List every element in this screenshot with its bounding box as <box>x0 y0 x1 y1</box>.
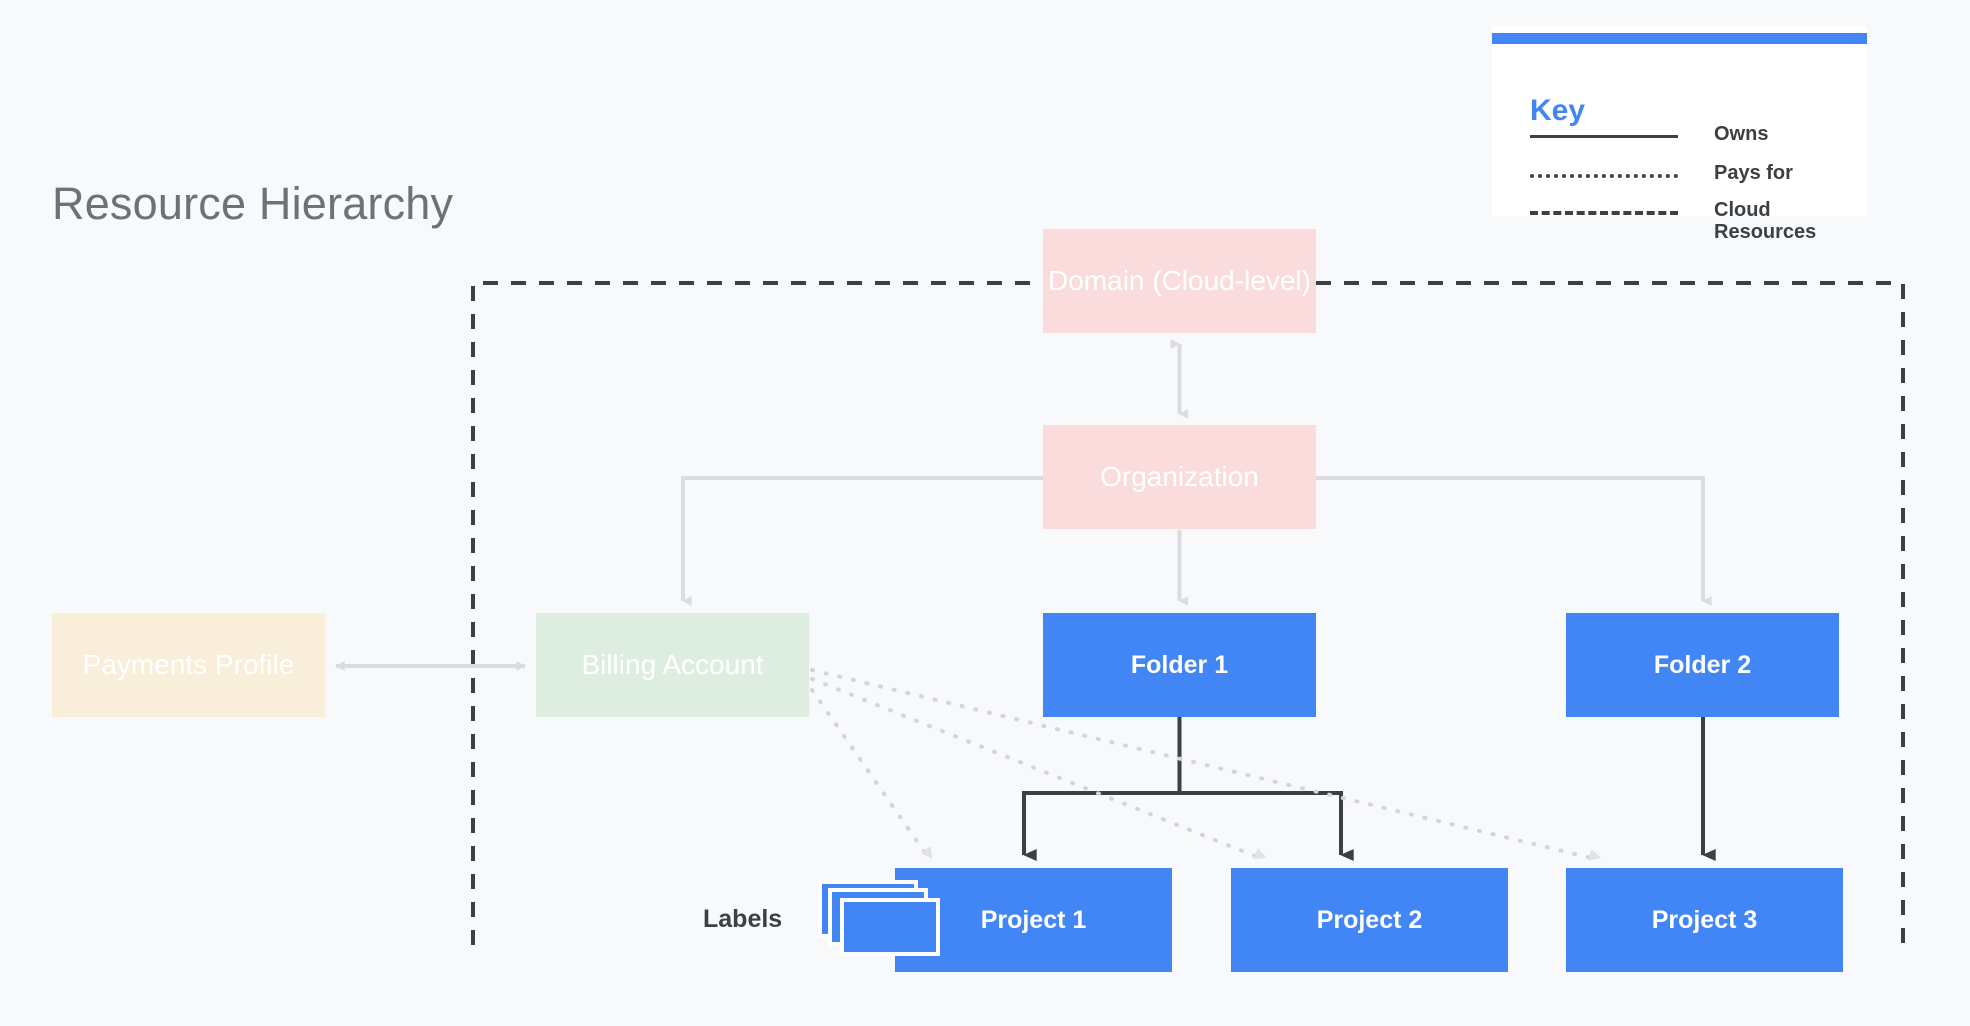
node-domain[interactable]: Domain (Cloud-level) <box>1043 229 1316 333</box>
edge-folder-1-project-2 <box>1179 791 1354 861</box>
key-entry-cloud-resources: Cloud Resources <box>1530 199 1844 244</box>
node-domain-label: Domain (Cloud-level) <box>1048 264 1311 296</box>
node-project-3-label: Project 3 <box>1651 905 1758 934</box>
node-project-3[interactable]: Project 3 <box>1566 868 1843 972</box>
key-entry-owns: Owns <box>1530 123 1768 145</box>
node-folder-1-label: Folder 1 <box>1130 650 1229 679</box>
edge-billing-account-pays-project-1 <box>810 688 933 862</box>
key-accent-bar <box>1492 33 1867 44</box>
node-organization[interactable]: Organization <box>1043 425 1316 529</box>
node-folder-2-label: Folder 2 <box>1653 650 1752 679</box>
node-project-1-label: Project 1 <box>980 905 1087 934</box>
key-entry-cloud-resources-label: Cloud Resources <box>1714 199 1817 244</box>
key-sample-dashed-line <box>1530 211 1678 215</box>
key-entry-pays-for: Pays for <box>1530 162 1793 184</box>
node-payments-profile[interactable]: Payments Profile <box>52 613 325 717</box>
labels-annotation-text: Labels <box>703 905 783 933</box>
node-billing-account[interactable]: Billing Account <box>536 613 809 717</box>
page-title: Resource Hierarchy <box>52 178 454 229</box>
node-project-1[interactable]: Project 1 <box>895 868 1172 972</box>
node-organization-label: Organization <box>1100 460 1259 492</box>
key-panel: Key Owns Pays for Cloud Resources <box>1492 26 1867 243</box>
edge-organization-billing-account <box>681 476 1043 606</box>
stacked-cards-icon <box>818 880 948 956</box>
key-sample-dotted-line <box>1530 174 1678 178</box>
node-billing-account-label: Billing Account <box>581 648 764 680</box>
edge-organization-folder-2 <box>1316 476 1712 606</box>
node-folder-2[interactable]: Folder 2 <box>1566 613 1839 717</box>
key-entry-owns-label: Owns <box>1714 123 1769 145</box>
key-entry-pays-for-label: Pays for <box>1714 162 1793 184</box>
node-payments-profile-label: Payments Profile <box>82 648 295 680</box>
key-title: Key <box>1530 94 1586 127</box>
node-project-2-label: Project 2 <box>1316 905 1423 934</box>
node-folder-1[interactable]: Folder 1 <box>1043 613 1316 717</box>
edge-folder-1-project-1 <box>1022 717 1182 861</box>
stacked-card-front <box>840 898 940 956</box>
key-sample-solid-line <box>1530 135 1678 138</box>
node-project-2[interactable]: Project 2 <box>1231 868 1508 972</box>
